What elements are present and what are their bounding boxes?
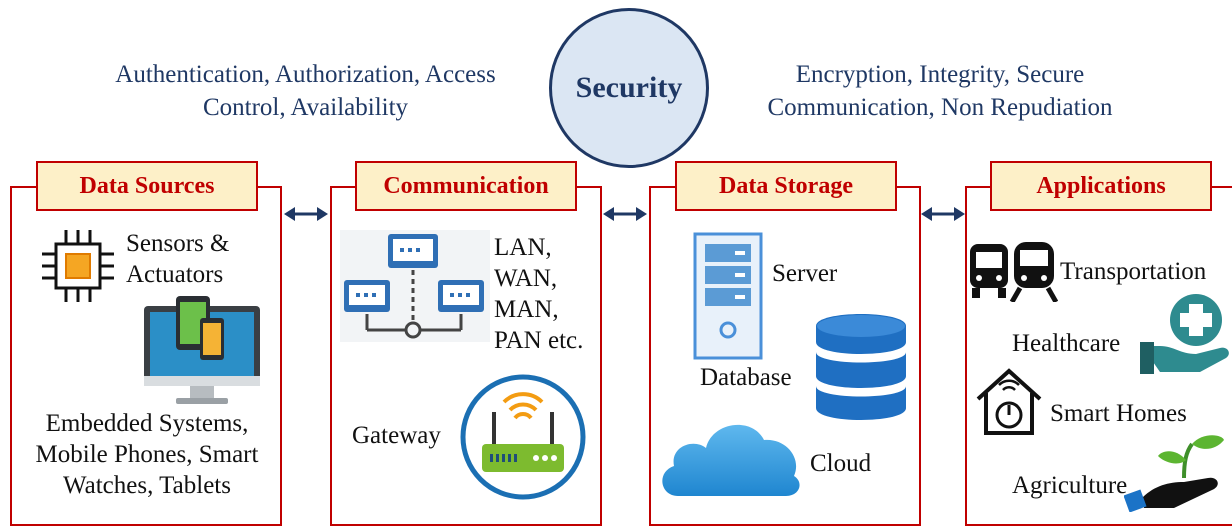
devices-icon [144,296,260,404]
chip-icon [42,230,114,302]
router-icon [460,374,586,500]
database-icon [816,314,906,420]
bus-train-icon [970,242,1058,302]
network-icon [340,230,490,342]
agriculture-label: Agriculture [1012,472,1128,499]
security-left-text: Authentication, Authorization, Access Co… [115,61,496,121]
network-types-label: LAN, WAN, MAN, PAN etc. [494,234,584,354]
applications-title: Applications [990,161,1212,211]
double-arrow-icon [284,207,328,221]
cloud-label: Cloud [810,450,872,477]
healthcare-icon [1140,294,1229,374]
transportation-label: Transportation [1060,258,1207,285]
data-sources-title: Data Sources [36,161,258,211]
double-arrow-icon [603,207,647,221]
smart-home-icon [976,368,1042,435]
security-right-text: Encryption, Integrity, Secure Communicat… [767,61,1113,121]
server-label: Server [772,260,838,287]
cloud-icon [662,424,800,496]
gateway-label: Gateway [352,422,441,449]
healthcare-label: Healthcare [1012,330,1121,357]
double-arrow-icon [921,207,965,221]
data-storage-title: Data Storage [675,161,897,211]
database-label: Database [700,364,792,391]
devices-label: Embedded Systems, Mobile Phones, Smart W… [35,410,259,499]
server-icon [693,232,763,360]
smart-homes-label: Smart Homes [1050,400,1187,427]
sensors-label: Sensors & Actuators [126,230,230,288]
security-circle: Security [549,8,709,168]
agriculture-icon [1124,435,1224,512]
security-title: Security [575,71,683,104]
communication-title: Communication [355,161,577,211]
